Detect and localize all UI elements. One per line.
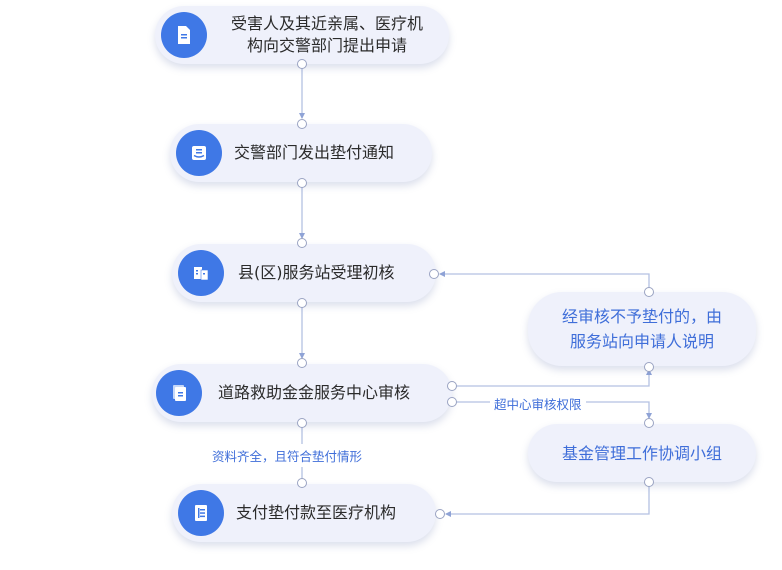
files-icon	[156, 370, 202, 416]
port	[297, 59, 307, 69]
step-pay[interactable]: 支付垫付款至医疗机构	[172, 484, 436, 542]
list-document-icon	[178, 490, 224, 536]
edge-group-pay	[445, 484, 650, 517]
port	[644, 362, 654, 372]
port	[435, 509, 445, 519]
step-center[interactable]: 道路救助金金服务中心审核	[152, 364, 452, 422]
step-county-label: 县(区)服务站受理初核	[238, 263, 395, 282]
port	[429, 269, 439, 279]
building-icon	[178, 250, 224, 296]
side-node-group-label: 基金管理工作协调小组	[561, 443, 722, 463]
edge-reject-county	[439, 271, 650, 290]
step-notice-label: 交警部门发出垫付通知	[234, 143, 395, 162]
port	[644, 287, 654, 297]
side-node-group[interactable]: 基金管理工作协调小组	[528, 424, 756, 482]
port	[297, 358, 307, 368]
step-apply-label: 受害人及其近亲属、医疗机 构向交警部门提出申请	[215, 13, 439, 57]
port	[447, 397, 457, 407]
port	[297, 178, 307, 188]
port	[297, 119, 307, 129]
port	[644, 477, 654, 487]
side-node-reject[interactable]: 经审核不予垫付的，由 服务站向申请人说明	[528, 292, 756, 366]
step-apply-line1: 受害人及其近亲属、医疗机	[230, 14, 423, 33]
step-apply-line2: 构向交警部门提出申请	[246, 36, 407, 55]
port	[644, 418, 654, 428]
document-icon	[161, 12, 207, 58]
edge-label-over-authority: 超中心审核权限	[490, 394, 586, 413]
step-notice[interactable]: 交警部门发出垫付通知	[170, 124, 432, 182]
edge-label-qualified: 资料齐全，且符合垫付情形	[210, 444, 365, 467]
side-node-reject-label: 经审核不予垫付的，由 服务站向申请人说明	[528, 304, 756, 354]
step-center-label: 道路救助金金服务中心审核	[218, 383, 411, 402]
side-node-reject-line1: 经审核不予垫付的，由	[561, 307, 722, 326]
step-apply[interactable]: 受害人及其近亲属、医疗机 构向交警部门提出申请	[155, 6, 449, 64]
port	[297, 478, 307, 488]
port	[297, 418, 307, 428]
side-node-reject-line2: 服务站向申请人说明	[569, 332, 714, 351]
edge-center-reject	[456, 369, 652, 387]
port	[297, 238, 307, 248]
inbox-icon	[176, 130, 222, 176]
port	[447, 381, 457, 391]
port	[297, 298, 307, 308]
step-pay-label: 支付垫付款至医疗机构	[236, 503, 397, 522]
step-county[interactable]: 县(区)服务站受理初核	[172, 244, 436, 302]
